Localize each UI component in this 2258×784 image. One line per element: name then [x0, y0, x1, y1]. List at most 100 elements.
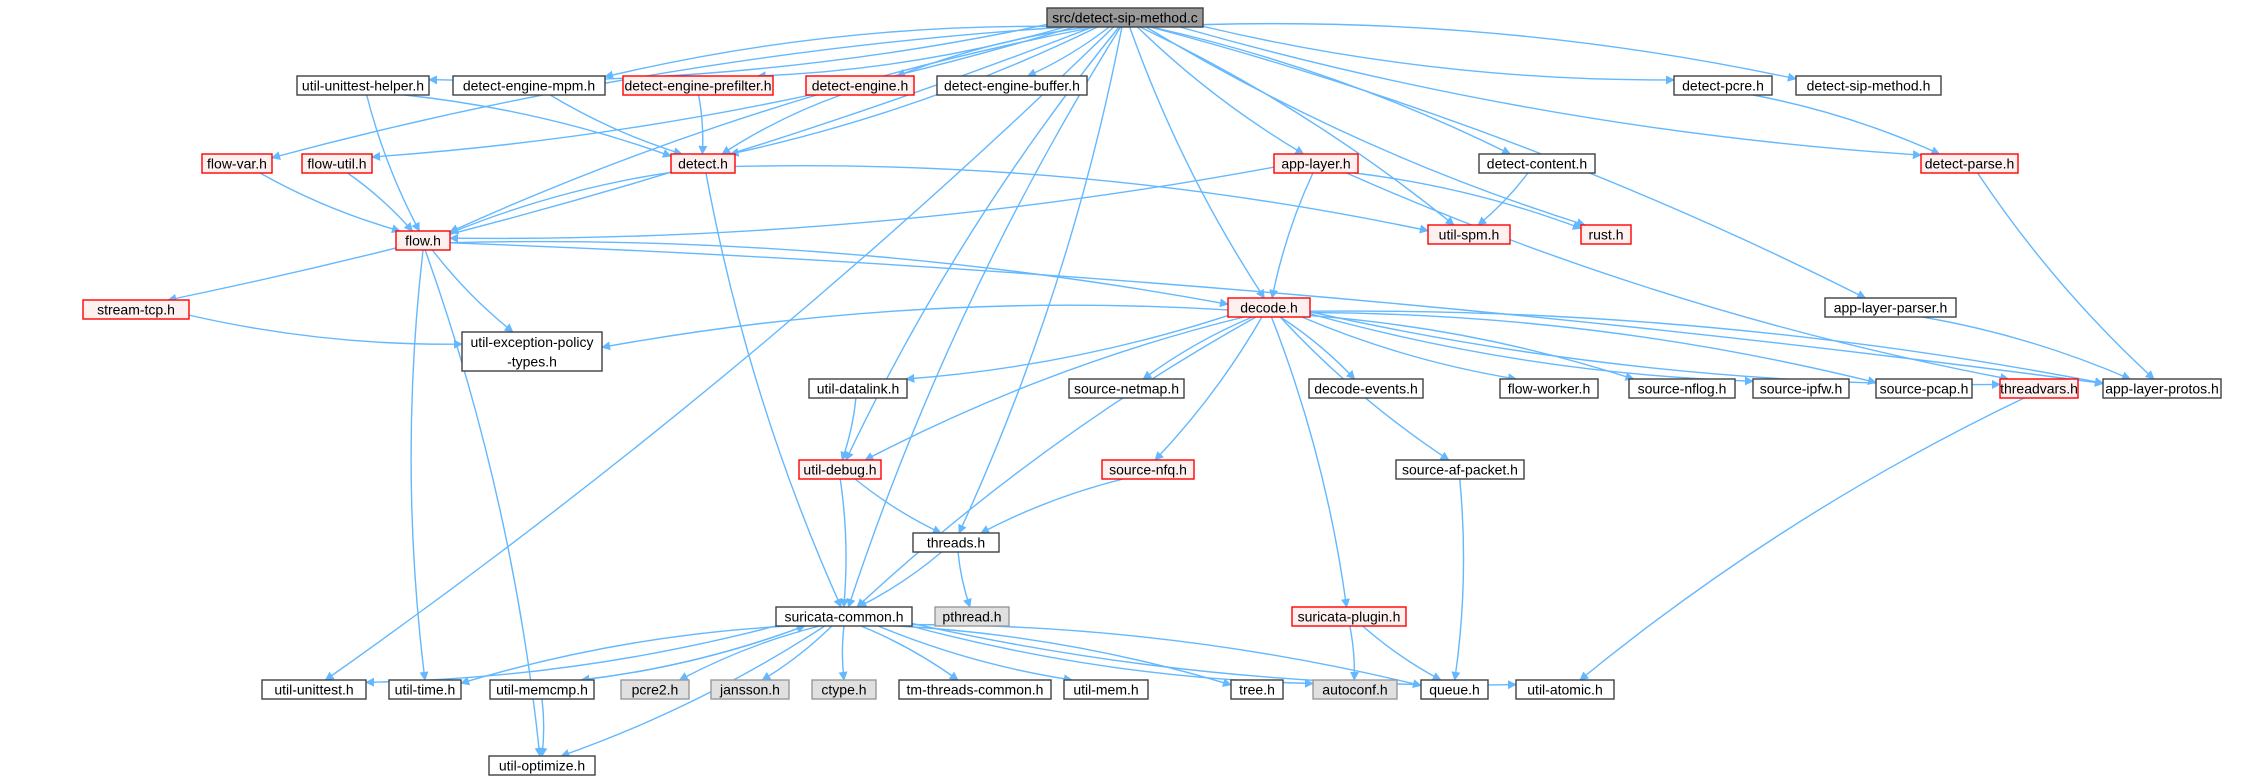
node-box [1478, 153, 1596, 174]
node-label: ctype.h [821, 682, 866, 698]
node-label: util-unittest.h [274, 682, 353, 698]
node-box [1420, 679, 1489, 700]
node-flow-worker-h[interactable]: flow-worker.h [1499, 378, 1599, 399]
node-source-ipfw-h[interactable]: source-ipfw.h [1752, 378, 1850, 399]
node-label: detect-engine-buffer.h [944, 78, 1080, 94]
node-source-af-packet-h[interactable]: source-af-packet.h [1395, 459, 1525, 480]
edge-applayer-to-rust [1354, 172, 1582, 230]
node-tree-h[interactable]: tree.h [1230, 679, 1284, 700]
node-util-spm-h[interactable]: util-spm.h [1427, 224, 1511, 245]
node-label: util-exception-policy [471, 334, 594, 350]
node-app-layer-parser-h[interactable]: app-layer-parser.h [1824, 297, 1957, 318]
node-rust-h[interactable]: rust.h [1580, 224, 1632, 245]
node-util-exception-policy-types-h[interactable]: util-exception-policy-types.h [461, 331, 603, 372]
edge-flowutil-to-flow [347, 172, 413, 232]
node-stream-tcp-h[interactable]: stream-tcp.h [82, 299, 190, 320]
node-detect-pcre-h[interactable]: detect-pcre.h [1673, 75, 1773, 96]
edge-root-to-rust [1145, 26, 1586, 227]
node-util-optimize-h[interactable]: util-optimize.h [488, 755, 596, 776]
edge-flow-to-utime [410, 249, 429, 681]
node-flow-var-h[interactable]: flow-var.h [201, 153, 273, 174]
node-label: util-unittest-helper.h [302, 78, 424, 94]
node-label: flow-worker.h [1508, 381, 1590, 397]
edge-decode-to-fworker [1301, 316, 1518, 383]
node-queue-h[interactable]: queue.h [1420, 679, 1489, 700]
node-box [898, 679, 1052, 700]
node-detect-parse-h[interactable]: detect-parse.h [1920, 153, 2019, 174]
node-label: queue.h [1429, 682, 1480, 698]
node-box [1046, 7, 1204, 28]
node-util-unittest-h[interactable]: util-unittest.h [261, 679, 367, 700]
node-label: app-layer-parser.h [1834, 300, 1948, 316]
node-box [1063, 679, 1149, 700]
node-source-nflog-h[interactable]: source-nflog.h [1628, 378, 1736, 399]
edge-dpcre-to-dparse [1752, 94, 1941, 155]
node-suricata-common-h[interactable]: suricata-common.h [775, 606, 913, 627]
edge-detect-to-sc [705, 172, 842, 608]
node-pthread-h[interactable]: pthread.h [934, 606, 1010, 627]
edge-splugin-to-queue [1362, 625, 1442, 681]
node-tm-threads-common-h[interactable]: tm-threads-common.h [898, 679, 1052, 700]
node-util-unittest-helper-h[interactable]: util-unittest-helper.h [296, 75, 430, 96]
node-box [1999, 378, 2079, 399]
nodes-layer: src/detect-sip-method.c util-unittest-hel… [82, 7, 2222, 776]
edge-applayer-to-decode [1269, 172, 1314, 299]
node-label: util-datalink.h [817, 381, 900, 397]
node-label: flow.h [405, 233, 441, 249]
node-jansson-h[interactable]: jansson.h [710, 679, 790, 700]
node-decode-h[interactable]: decode.h [1227, 297, 1311, 318]
edge-root-to-dparse [1179, 26, 1922, 160]
node-box [1628, 378, 1736, 399]
node-box [201, 153, 273, 174]
node-util-mem-h[interactable]: util-mem.h [1063, 679, 1149, 700]
edge-root-to-detect [729, 26, 1098, 157]
node-pcre2-h[interactable]: pcre2.h [620, 679, 690, 700]
node-box [388, 679, 462, 700]
node-label: detect-pcre.h [1682, 78, 1764, 94]
node-box [489, 679, 595, 700]
node-detect-engine-buffer-h[interactable]: detect-engine-buffer.h [936, 75, 1088, 96]
node-detect-engine-mpm-h[interactable]: detect-engine-mpm.h [452, 75, 606, 96]
node-suricata-plugin-h[interactable]: suricata-plugin.h [1291, 606, 1407, 627]
node-app-layer-h[interactable]: app-layer.h [1273, 153, 1359, 174]
node-box [1230, 679, 1284, 700]
node-flow-h[interactable]: flow.h [395, 230, 451, 251]
node-detect-engine-prefilter-h[interactable]: detect-engine-prefilter.h [622, 75, 774, 96]
node-source-netmap-h[interactable]: source-netmap.h [1068, 378, 1185, 399]
node-detect-engine-h[interactable]: detect-engine.h [805, 75, 915, 96]
edge-decode-to-sipfw [1309, 313, 1754, 386]
node-ctype-h[interactable]: ctype.h [811, 679, 877, 700]
node-threadvars-h[interactable]: threadvars.h [1999, 378, 2079, 399]
node-source-pcap-h[interactable]: source-pcap.h [1875, 378, 1973, 399]
node-box [452, 75, 606, 96]
node-flow-util-h[interactable]: flow-util.h [301, 153, 373, 174]
node-label: tree.h [1239, 682, 1275, 698]
node-label: detect-engine-prefilter.h [624, 78, 771, 94]
node-box [1920, 153, 2019, 174]
edge-applayer-to-threadvars [1346, 172, 2010, 382]
node-util-memcmp-h[interactable]: util-memcmp.h [489, 679, 595, 700]
edge-root-to-flow [449, 26, 1096, 233]
node-box [620, 679, 690, 700]
node-decode-events-h[interactable]: decode-events.h [1308, 378, 1424, 399]
edge-root-to-flowvar [271, 26, 1068, 160]
node-source-nfq-h[interactable]: source-nfq.h [1101, 459, 1195, 480]
node-util-atomic-h[interactable]: util-atomic.h [1515, 679, 1615, 700]
edge-decode-to-devents [1279, 316, 1356, 380]
node-util-datalink-h[interactable]: util-datalink.h [808, 378, 908, 399]
edge-streamtcp-to-uexc [188, 314, 463, 349]
node-util-time-h[interactable]: util-time.h [388, 679, 462, 700]
edge-decode-to-splugin [1270, 316, 1350, 608]
node-app-layer-protos-h[interactable]: app-layer-protos.h [2102, 378, 2222, 399]
node-util-debug-h[interactable]: util-debug.h [798, 459, 882, 480]
node-src-detect-sip-method-c[interactable]: src/detect-sip-method.c [1046, 7, 1204, 28]
node-threads-h[interactable]: threads.h [912, 532, 1000, 553]
node-detect-sip-method-h[interactable]: detect-sip-method.h [1795, 75, 1942, 96]
node-detect-content-h[interactable]: detect-content.h [1478, 153, 1596, 174]
node-box [1101, 459, 1195, 480]
node-detect-h[interactable]: detect.h [670, 153, 736, 174]
node-label: decode.h [1240, 300, 1298, 316]
node-autoconf-h[interactable]: autoconf.h [1312, 679, 1398, 700]
node-box [1875, 378, 1973, 399]
